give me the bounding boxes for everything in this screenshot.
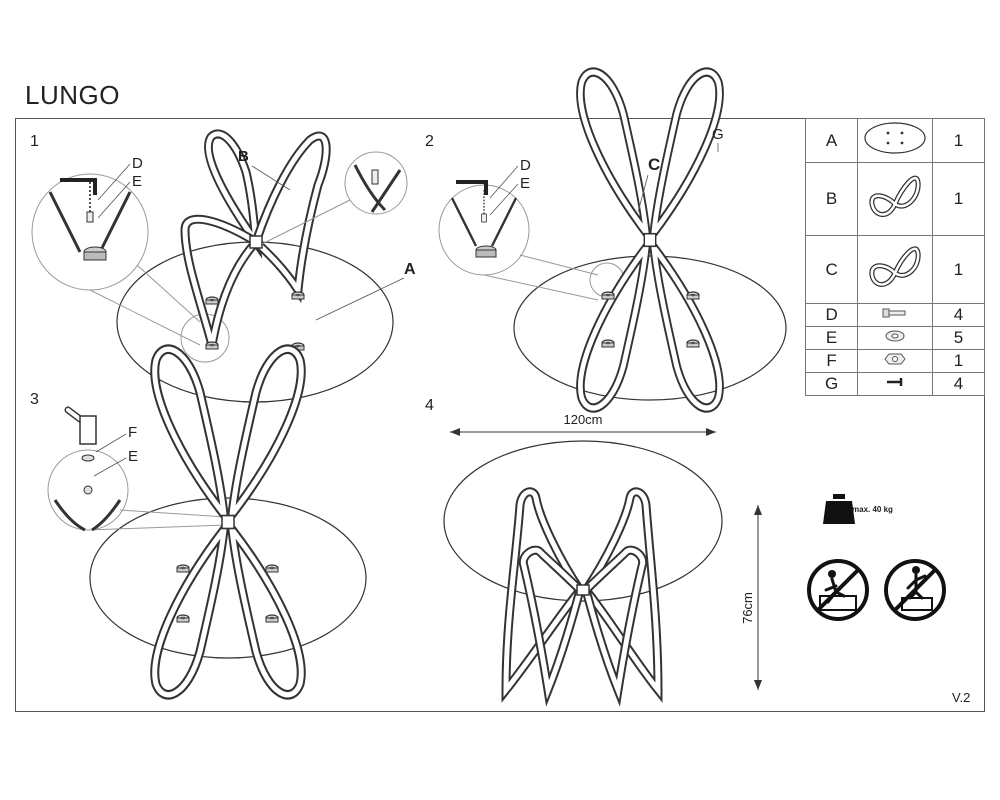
- glass-tabletop: [443, 440, 723, 602]
- part-qty: 1: [931, 349, 986, 373]
- part-qty: 5: [931, 326, 986, 350]
- allen-key-icon: [887, 378, 903, 386]
- callout-e: E: [128, 448, 138, 465]
- part-letter: B: [804, 162, 859, 236]
- part-letter: A: [804, 118, 859, 163]
- part-letter: C: [804, 235, 859, 304]
- part-letter: E: [804, 326, 859, 350]
- parts-row: C 1: [804, 235, 986, 304]
- step-number-1: 1: [30, 133, 39, 150]
- part-qty: 4: [931, 303, 986, 327]
- callout-a: A: [404, 261, 416, 278]
- parts-row: F 1: [804, 349, 986, 373]
- instruction-frame: [15, 118, 985, 712]
- step-number-3: 3: [30, 391, 39, 408]
- part-qty: 1: [931, 235, 986, 304]
- butterfly-leg-icon: [869, 246, 921, 287]
- version-label: V.2: [952, 690, 971, 705]
- parts-row: A 1: [804, 118, 986, 163]
- no-climbing-icon: [884, 559, 946, 621]
- part-letter: F: [804, 349, 859, 373]
- washer-icon: [885, 330, 905, 342]
- callout-c: C: [648, 155, 660, 174]
- glass-tabletop: [89, 497, 367, 659]
- screw-icon: [882, 308, 906, 318]
- parts-row: B 1: [804, 162, 986, 236]
- part-qty: 1: [931, 162, 986, 236]
- nut-icon: [884, 353, 906, 364]
- weight-icon: [823, 494, 855, 524]
- page-title: LUNGO: [25, 80, 120, 110]
- part-qty: 1: [931, 118, 986, 163]
- butterfly-leg-icon: [869, 175, 921, 217]
- no-standing-icon: [807, 559, 869, 621]
- glass-tabletop: [513, 255, 787, 401]
- butterfly-leg-b: [203, 129, 263, 259]
- callout-b: B: [238, 148, 249, 165]
- butterfly-assembly-side: [501, 487, 663, 707]
- callout-g: G: [712, 126, 724, 143]
- callout-f: F: [128, 424, 137, 441]
- parts-row: G 4: [804, 372, 986, 396]
- part-letter: G: [804, 372, 859, 396]
- callout-e: E: [132, 173, 142, 190]
- width-dimension: 120cm: [563, 412, 602, 427]
- glass-top-icon: [864, 122, 926, 154]
- step-number-2: 2: [425, 133, 434, 150]
- parts-row: E 5: [804, 326, 986, 350]
- step-number-4: 4: [425, 397, 434, 414]
- callout-e: E: [520, 175, 530, 192]
- parts-list: A 1 B 1 C 1 D: [804, 118, 986, 396]
- callout-d: D: [520, 157, 531, 174]
- part-letter: D: [804, 303, 859, 327]
- parts-row: D 4: [804, 303, 986, 327]
- callout-d: D: [132, 155, 143, 172]
- part-qty: 4: [931, 372, 986, 396]
- max-load-label: max. 40 kg: [852, 505, 893, 514]
- height-dimension: 76cm: [740, 592, 755, 624]
